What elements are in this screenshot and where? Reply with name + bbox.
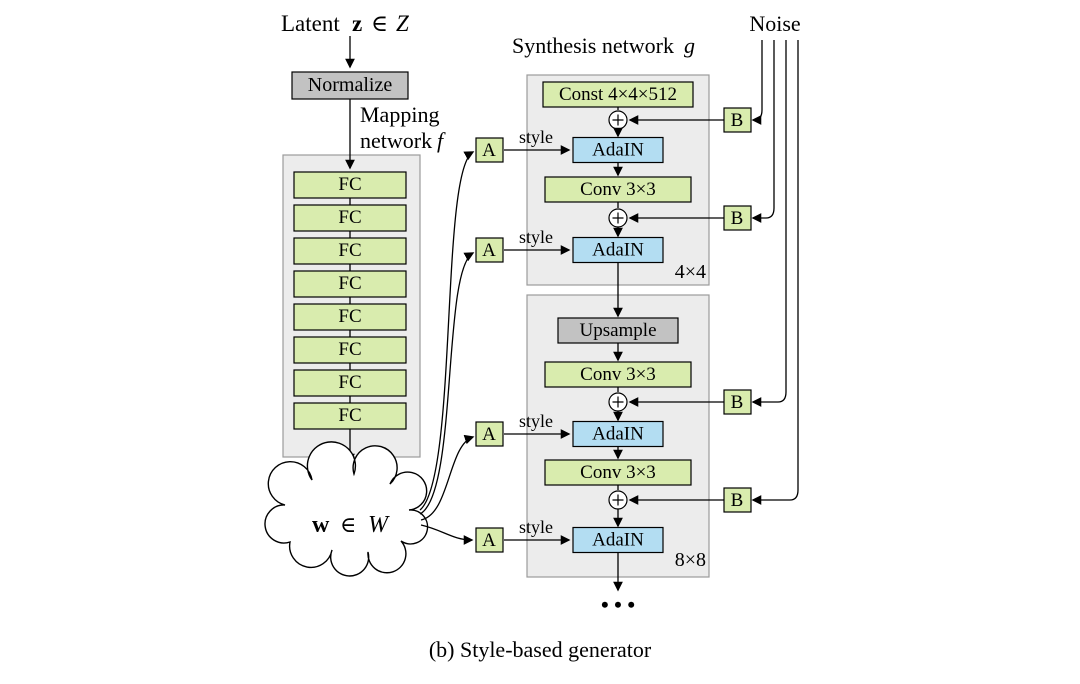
fc-box-4 bbox=[293, 270, 407, 298]
conv-label-2: Conv 3×3 bbox=[580, 364, 656, 385]
noise-b-label-4: B bbox=[731, 490, 744, 511]
w-space-symbol: W bbox=[368, 512, 390, 538]
affine-a-box-4 bbox=[475, 527, 504, 553]
plus-icon bbox=[612, 494, 624, 506]
style-label-2: style bbox=[519, 227, 553, 247]
mapping-network-label-line1: Mapping bbox=[360, 102, 439, 127]
resolution-label-8x8: 8×8 bbox=[675, 549, 706, 571]
w-to-style-curve-4 bbox=[420, 524, 474, 545]
noise-b-label-1: B bbox=[731, 110, 744, 131]
element-of-icon: ∈ bbox=[371, 11, 388, 36]
fc-label-1: FC bbox=[338, 174, 361, 195]
style-label-1: style bbox=[519, 127, 553, 147]
style-label-4: style bbox=[519, 517, 553, 537]
w-to-style-curve-3 bbox=[420, 434, 475, 521]
adain-box-1 bbox=[572, 136, 664, 164]
affine-a-label-3: A bbox=[482, 424, 496, 445]
affine-a-label-2: A bbox=[482, 240, 496, 261]
fc-box-1 bbox=[293, 171, 407, 199]
plus-icon bbox=[612, 212, 624, 224]
affine-a-label-4: A bbox=[482, 530, 496, 551]
noise-line-3 bbox=[751, 40, 787, 407]
upsample-box bbox=[557, 317, 679, 344]
adain-label-4: AdaIN bbox=[592, 530, 644, 551]
noise-b-box-3 bbox=[723, 389, 752, 415]
w-vector-symbol: w bbox=[312, 512, 330, 538]
noise-b-box-4 bbox=[723, 487, 752, 513]
resolution-label-4x4: 4×4 bbox=[675, 261, 706, 283]
conv-box-2 bbox=[544, 361, 692, 388]
adain-label-1: AdaIN bbox=[592, 140, 644, 161]
conv-box-1 bbox=[544, 176, 692, 203]
w-to-style-curve-1 bbox=[419, 151, 475, 511]
style-label-3: style bbox=[519, 411, 553, 431]
figure-caption: (b) Style-based generator bbox=[429, 637, 652, 662]
latent-space-symbol: Z bbox=[396, 11, 409, 36]
adain-box-2 bbox=[572, 236, 664, 264]
affine-a-box-3 bbox=[475, 421, 504, 447]
fc-box-6 bbox=[293, 336, 407, 364]
conv-label-1: Conv 3×3 bbox=[580, 179, 656, 200]
fc-box-8 bbox=[293, 402, 407, 430]
noise-line-2 bbox=[751, 40, 775, 223]
noise-b-box-2 bbox=[723, 205, 752, 231]
fc-box-3 bbox=[293, 237, 407, 265]
affine-a-box-1 bbox=[475, 137, 504, 163]
mapping-network-f-symbol: f bbox=[437, 128, 446, 153]
fc-label-6: FC bbox=[338, 339, 361, 360]
noise-title: Noise bbox=[749, 11, 800, 36]
fc-label-4: FC bbox=[338, 273, 361, 294]
conv-box-3 bbox=[544, 459, 692, 486]
adain-box-4 bbox=[572, 526, 664, 554]
mapping-network-label-line2: network bbox=[360, 128, 432, 153]
continuation-dots: • • • bbox=[601, 592, 635, 617]
synthesis-network-title: Synthesis network bbox=[512, 33, 674, 58]
conv-label-3: Conv 3×3 bbox=[580, 462, 656, 483]
fc-label-7: FC bbox=[338, 372, 361, 393]
affine-a-box-2 bbox=[475, 237, 504, 263]
noise-b-label-2: B bbox=[731, 208, 744, 229]
fc-box-7 bbox=[293, 369, 407, 397]
const-label: Const 4×4×512 bbox=[559, 84, 677, 105]
affine-a-label-1: A bbox=[482, 140, 496, 161]
fc-label-8: FC bbox=[338, 405, 361, 426]
latent-z-symbol: z bbox=[352, 11, 362, 36]
noise-b-box-1 bbox=[723, 107, 752, 133]
fc-label-3: FC bbox=[338, 240, 361, 261]
fc-label-2: FC bbox=[338, 207, 361, 228]
synthesis-g-symbol: g bbox=[684, 33, 695, 58]
w-latent-space-cloud bbox=[264, 441, 429, 577]
adain-label-3: AdaIN bbox=[592, 424, 644, 445]
w-to-style-curve-2 bbox=[419, 252, 475, 515]
element-of-icon: ∈ bbox=[340, 512, 356, 537]
noise-line-4 bbox=[751, 40, 799, 505]
plus-icon bbox=[612, 396, 624, 408]
latent-label: Latent bbox=[281, 11, 340, 36]
plus-icon bbox=[612, 114, 624, 126]
adain-label-2: AdaIN bbox=[592, 240, 644, 261]
fc-label-5: FC bbox=[338, 306, 361, 327]
noise-line-1 bbox=[751, 40, 763, 125]
upsample-label: Upsample bbox=[579, 320, 656, 341]
noise-b-label-3: B bbox=[731, 392, 744, 413]
normalize-label: Normalize bbox=[308, 74, 393, 96]
